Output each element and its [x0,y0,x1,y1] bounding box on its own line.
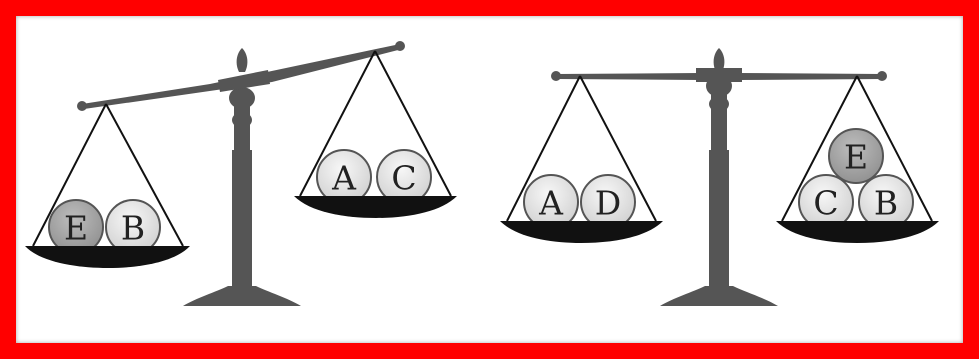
ball: B [106,200,160,254]
ball: C [377,150,431,204]
ball-label: A [331,159,357,198]
ball-label: E [64,209,88,248]
ball: A [524,175,578,229]
pan-dish [294,196,457,218]
beam-end-right [877,71,887,81]
scale-column [234,100,250,160]
ball: E [829,129,883,183]
ball-label: D [595,184,621,223]
ball: D [581,175,635,229]
ball: B [859,175,913,229]
pan-dish [500,221,663,243]
ball-label: E [844,138,868,177]
ball-label: B [874,184,898,223]
scale-finial [237,48,248,72]
pan-dish [25,246,190,268]
ball: A [317,150,371,204]
pan-dish [776,221,939,243]
scale-left-tilted: E B A C [25,41,457,306]
scale-column [711,90,727,160]
ball-label: C [813,184,838,223]
ball: E [49,200,103,254]
ball-label: A [538,184,564,223]
ball-label: C [391,159,416,198]
scale-right-balanced: A D C B E [500,48,939,306]
beam-hub [696,68,742,82]
beam-end-left [551,71,561,81]
beam-end-right [395,41,405,51]
ball-label: B [121,209,145,248]
beam-end-left [77,101,87,111]
scale-base [183,150,301,306]
ball: C [799,175,853,229]
scale-base [660,150,778,306]
